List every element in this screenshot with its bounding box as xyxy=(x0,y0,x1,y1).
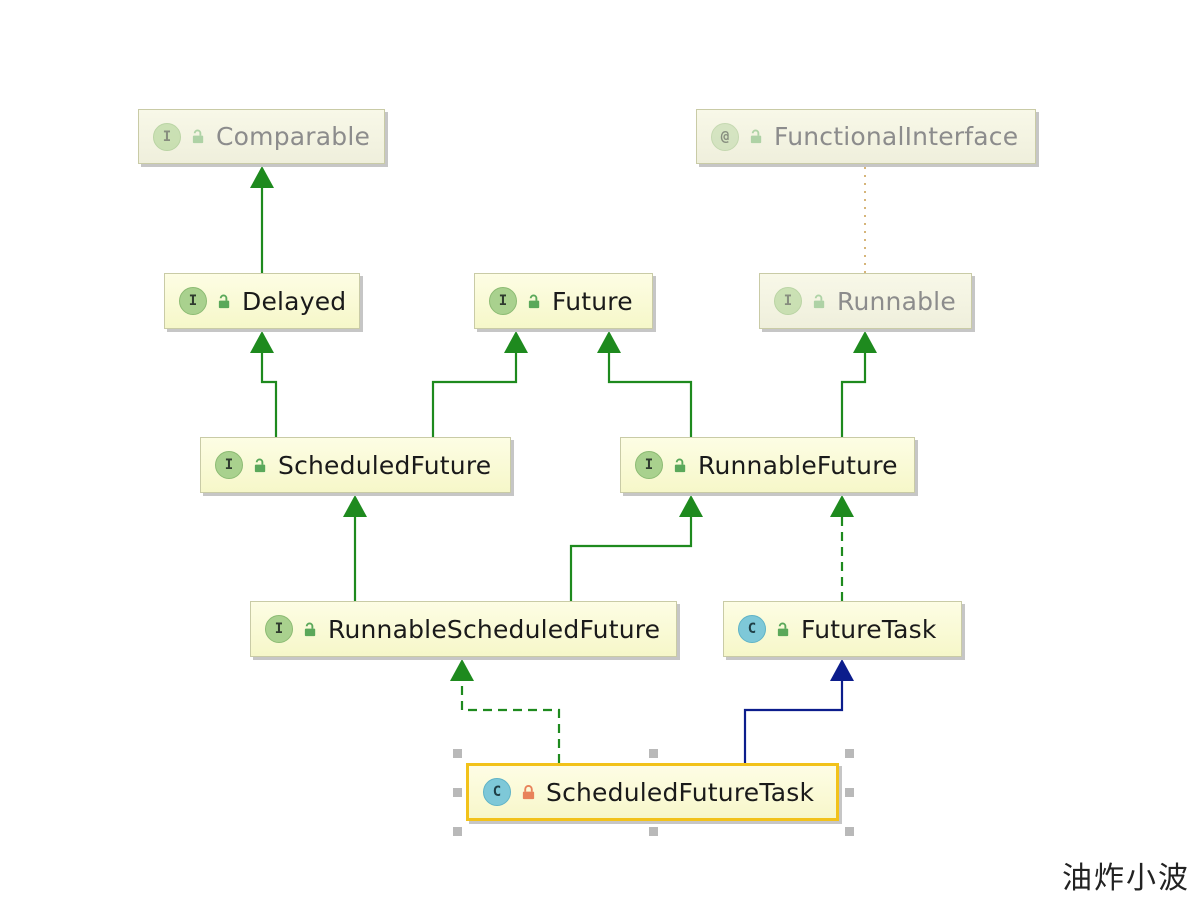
unlocked-icon xyxy=(750,129,762,144)
edge-runnablescheduledfuture-to-scheduledfuture xyxy=(343,495,367,601)
interface-icon: I xyxy=(153,122,181,151)
edge-line xyxy=(607,351,693,437)
resize-handle-bottom-right[interactable] xyxy=(845,827,854,836)
locked-icon xyxy=(522,784,535,799)
interface-icon: I xyxy=(265,615,293,643)
unlocked-icon xyxy=(674,458,686,472)
edge-arrowhead xyxy=(343,495,367,517)
unlocked-icon xyxy=(528,294,540,308)
interface-icon: I xyxy=(635,451,663,479)
resize-handle-right[interactable] xyxy=(845,788,854,797)
node-label: FunctionalInterface xyxy=(774,122,1019,151)
edge-runnablefuture-to-runnable xyxy=(840,331,877,437)
edge-scheduledfuture-to-future xyxy=(431,331,528,437)
unlocked-icon xyxy=(254,458,266,472)
node-comparable[interactable]: I Comparable xyxy=(138,109,385,164)
unlocked-icon xyxy=(192,129,204,144)
edge-arrowhead xyxy=(504,331,528,353)
edge-runnablefuture-to-future xyxy=(597,331,693,437)
node-delayed[interactable]: I Delayed xyxy=(164,273,360,329)
node-functional-interface[interactable]: @ FunctionalInterface xyxy=(696,109,1036,164)
unlocked-icon xyxy=(777,622,789,636)
edge-arrowhead xyxy=(679,495,703,517)
node-label: RunnableScheduledFuture xyxy=(328,614,661,644)
edge-scheduledfuture-to-delayed xyxy=(250,331,278,437)
edge-line xyxy=(569,515,693,601)
edge-line xyxy=(840,351,867,437)
edge-runnablescheduledfuture-to-runnablefuture xyxy=(569,495,703,601)
unlocked-icon xyxy=(304,622,316,636)
edge-futuretask-to-runnablefuture xyxy=(830,495,854,601)
node-runnable[interactable]: I Runnable xyxy=(759,273,972,329)
resize-handle-bottom-left[interactable] xyxy=(453,827,462,836)
node-label: Comparable xyxy=(216,122,371,151)
node-label: Delayed xyxy=(242,286,347,316)
edge-scheduledfuturetask-to-futuretask xyxy=(743,659,854,763)
class-icon: C xyxy=(483,778,511,806)
edge-line xyxy=(743,679,844,763)
interface-icon: I xyxy=(489,287,517,315)
edge-delayed-to-comparable xyxy=(250,166,274,273)
interface-icon: I xyxy=(215,451,243,479)
class-icon: C xyxy=(738,615,766,643)
node-label: RunnableFuture xyxy=(698,450,898,480)
edge-line xyxy=(460,679,561,763)
edge-arrowhead xyxy=(830,495,854,517)
unlocked-icon xyxy=(218,294,230,308)
watermark: 油炸小波 xyxy=(1062,861,1190,896)
node-label: FutureTask xyxy=(801,614,937,644)
node-runnable-scheduled-future[interactable]: I RunnableScheduledFuture xyxy=(250,601,677,657)
edge-arrowhead xyxy=(853,331,877,353)
resize-handle-left[interactable] xyxy=(453,788,462,797)
resize-handle-top-left[interactable] xyxy=(453,749,462,758)
edge-line xyxy=(260,351,278,437)
edge-arrowhead xyxy=(250,331,274,353)
node-label: ScheduledFuture xyxy=(278,450,492,480)
node-label: ScheduledFutureTask xyxy=(546,777,815,807)
unlocked-icon xyxy=(813,294,825,308)
node-label: Runnable xyxy=(837,286,956,316)
edge-scheduledfuturetask-to-runnablescheduledfuture xyxy=(450,659,561,763)
edge-line xyxy=(431,351,518,437)
edge-arrowhead xyxy=(250,166,274,188)
node-future-task[interactable]: C FutureTask xyxy=(723,601,962,657)
interface-icon: I xyxy=(179,287,207,315)
annotation-icon: @ xyxy=(711,122,739,151)
interface-icon: I xyxy=(774,287,802,315)
node-label: Future xyxy=(552,286,633,316)
node-future[interactable]: I Future xyxy=(474,273,653,329)
node-scheduled-future[interactable]: I ScheduledFuture xyxy=(200,437,511,493)
resize-handle-top[interactable] xyxy=(649,749,658,758)
resize-handle-top-right[interactable] xyxy=(845,749,854,758)
node-scheduled-future-task[interactable]: C ScheduledFutureTask xyxy=(466,763,839,821)
edge-arrowhead xyxy=(830,659,854,681)
resize-handle-bottom[interactable] xyxy=(649,827,658,836)
node-runnable-future[interactable]: I RunnableFuture xyxy=(620,437,915,493)
edge-arrowhead xyxy=(450,659,474,681)
edge-arrowhead xyxy=(597,331,621,353)
